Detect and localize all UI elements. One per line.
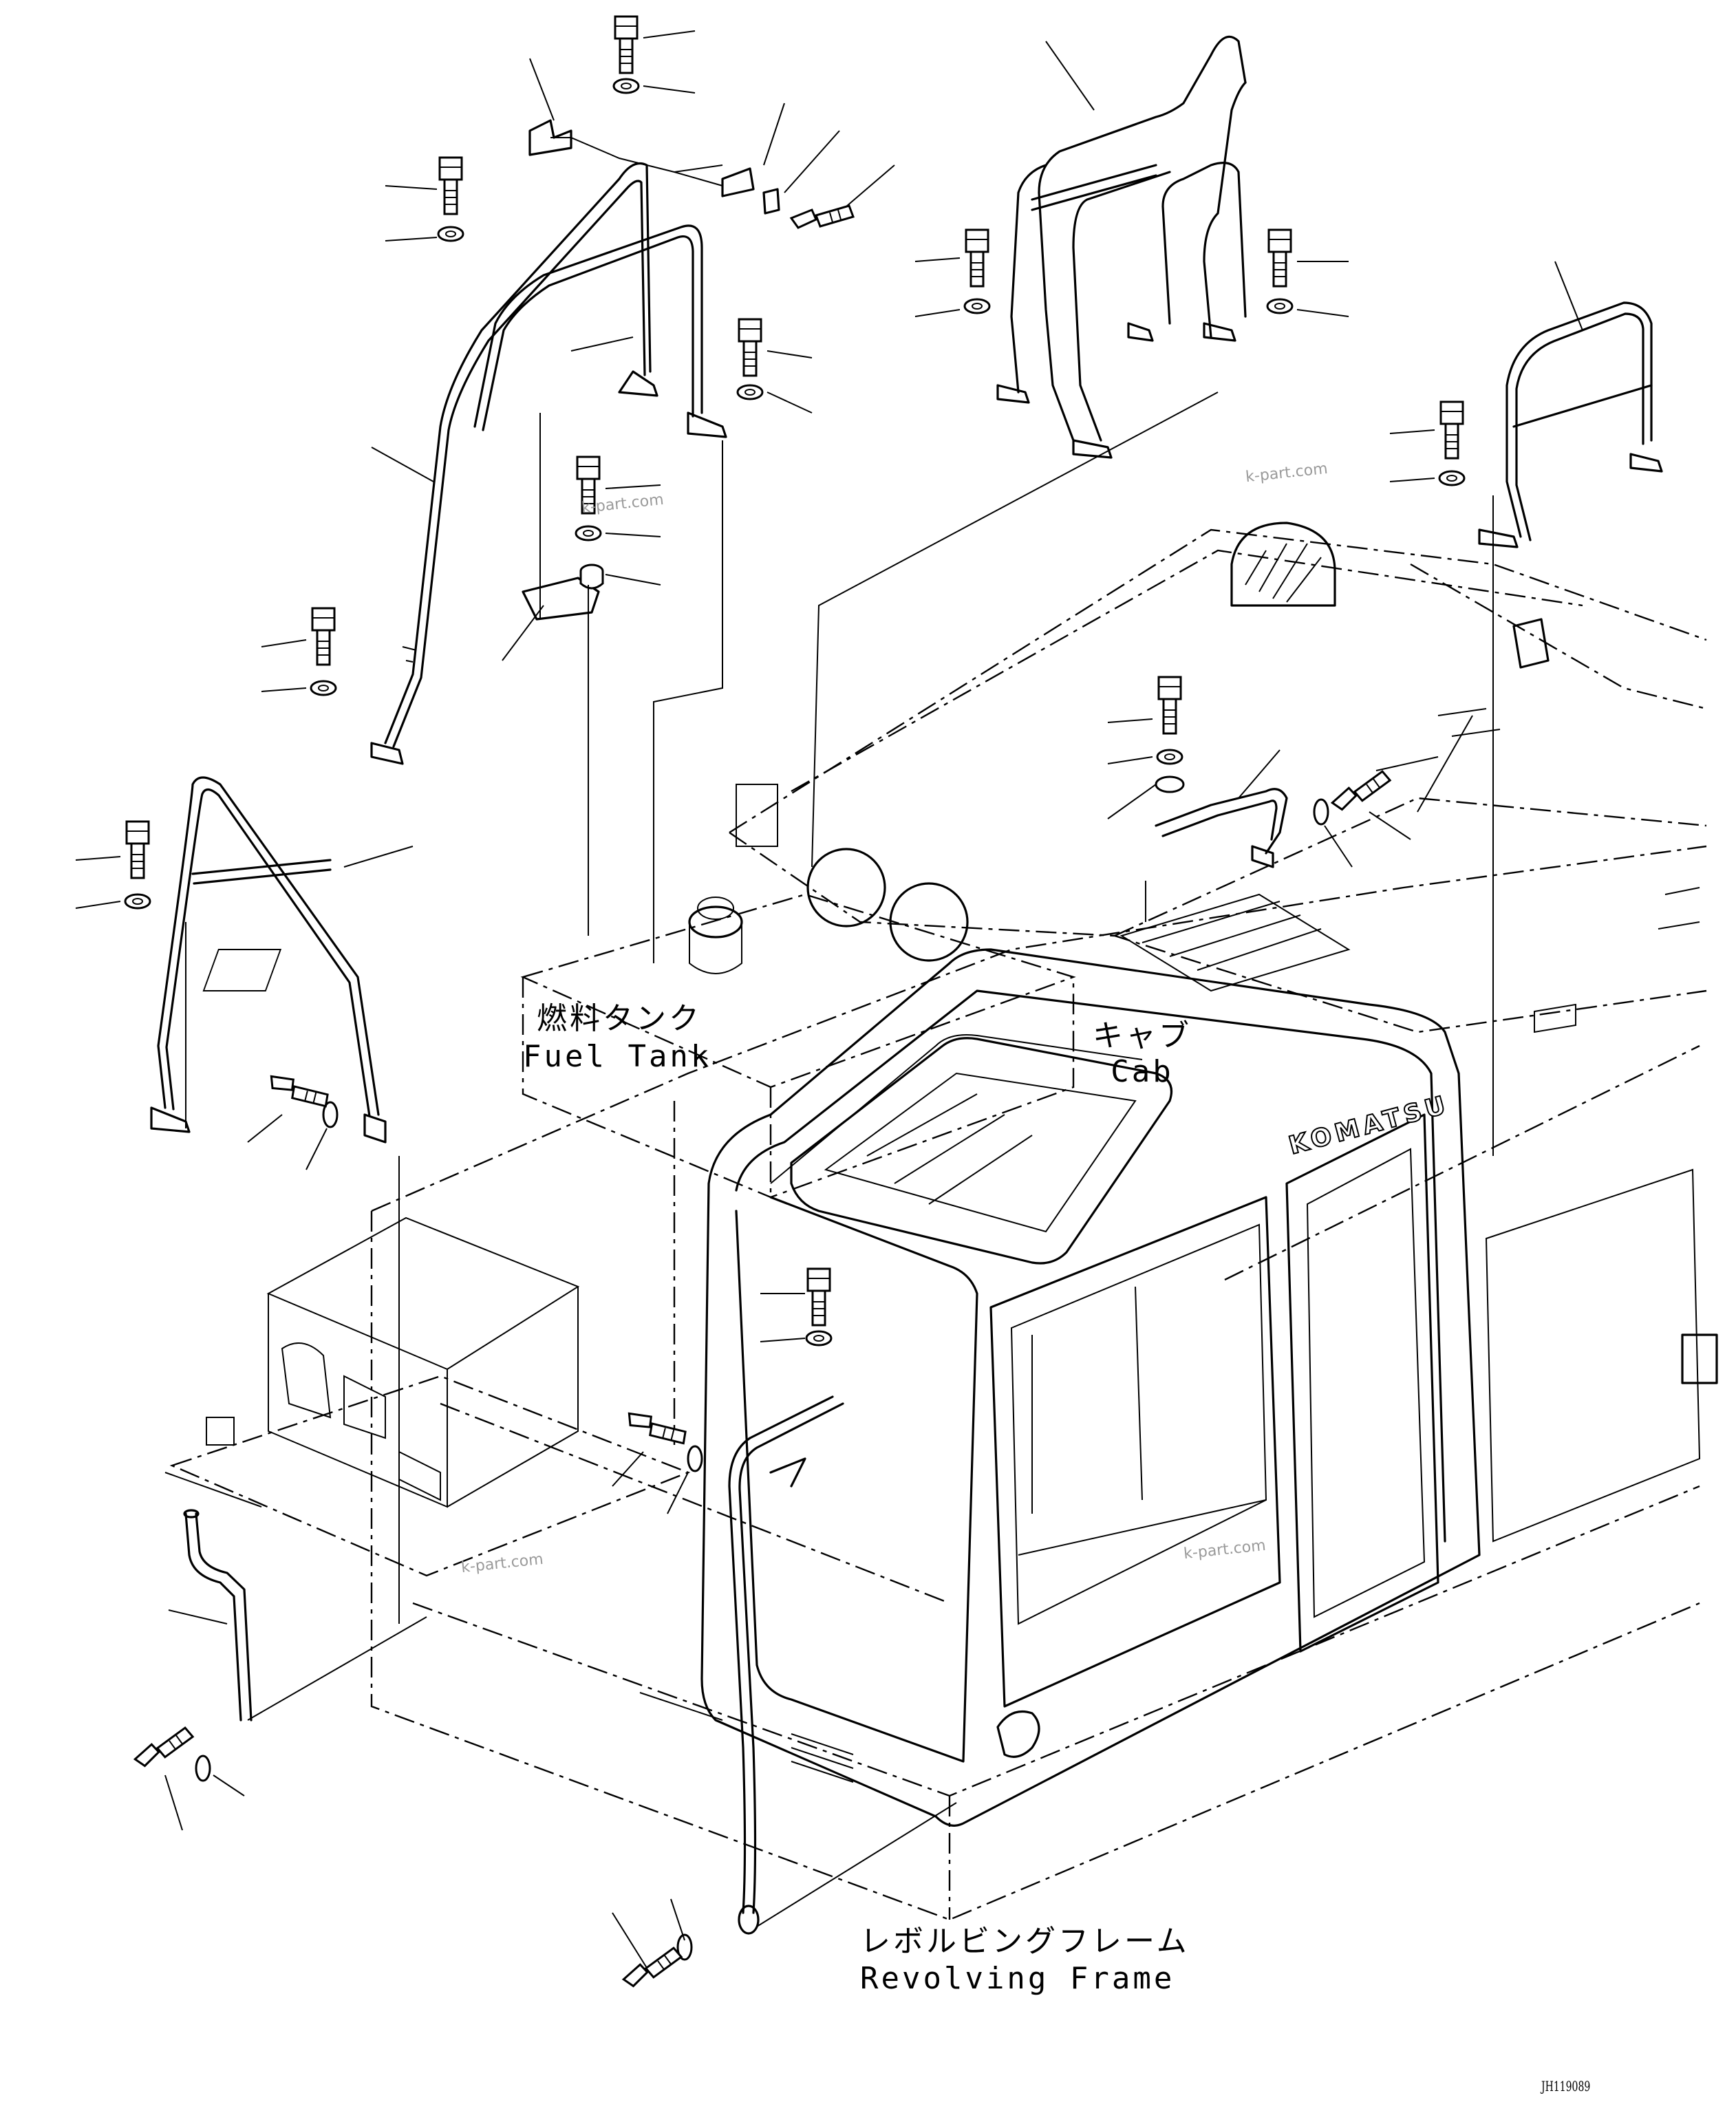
cab-label-jp: キャブ	[1093, 1018, 1192, 1053]
handrail-upper-left	[370, 162, 727, 765]
fuel-tank-label-en: Fuel Tank	[523, 1039, 712, 1074]
long-grab-rod	[728, 1395, 844, 1935]
revolving-frame-label-en: Revolving Frame	[860, 1961, 1175, 1996]
revolving-frame-label-jp: レボルビングフレーム	[860, 1924, 1190, 1959]
handrail-top-center	[996, 35, 1247, 459]
engine-hood-outline	[729, 522, 1707, 1033]
controller-box	[169, 1216, 691, 1577]
cab-label-en: Cab	[1111, 1054, 1174, 1089]
leader-lines	[75, 30, 1583, 1969]
fuel-tank-label-jp: 燃料タンク	[537, 1001, 702, 1036]
handrail-bracket-top	[522, 119, 780, 621]
handrail-upper-right	[1478, 301, 1663, 548]
cab-outline	[700, 948, 1718, 1827]
step-bracket	[1155, 788, 1288, 868]
lower-left-pipe	[183, 1509, 253, 1722]
fasteners	[124, 15, 1466, 1990]
drawing-code: JH119089	[1541, 2078, 1591, 2094]
handrail-left	[150, 776, 387, 1144]
